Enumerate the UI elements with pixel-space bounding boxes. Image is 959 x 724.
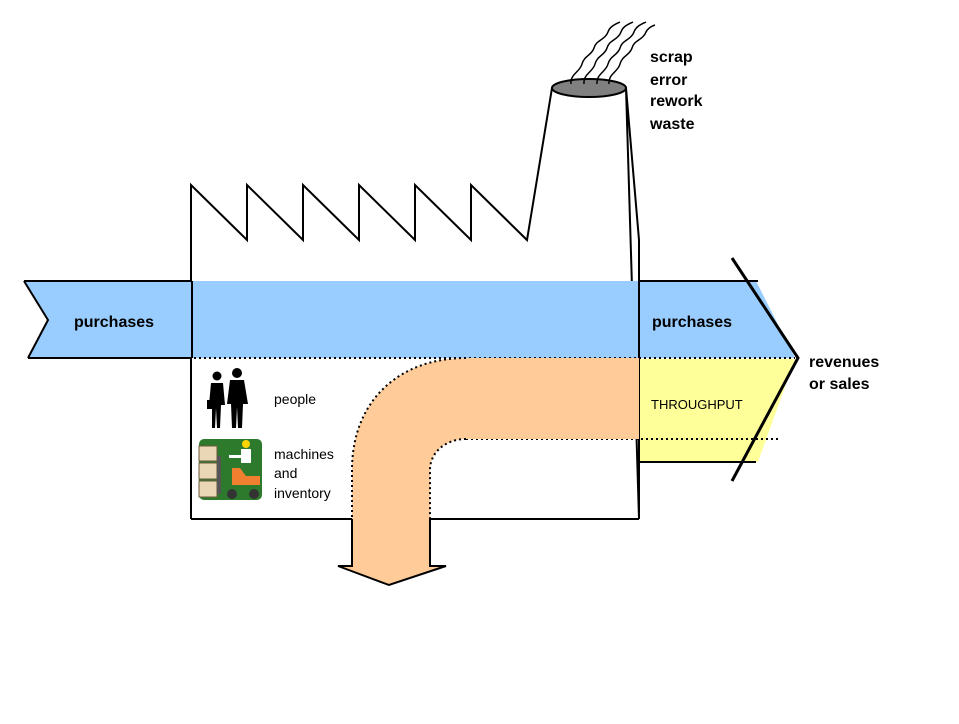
people-label: people xyxy=(274,391,316,407)
expense-flow xyxy=(337,357,639,587)
throughput-label: THROUGHPUT xyxy=(651,397,743,412)
people-silhouette-icon xyxy=(207,368,248,428)
scrap-label: scrap xyxy=(650,49,693,66)
revenues-label: revenues xyxy=(809,354,879,371)
or-sales-label: or sales xyxy=(809,376,870,393)
rework-label: rework xyxy=(650,93,703,110)
purchases-in-label: purchases xyxy=(74,314,154,331)
chimney-top xyxy=(551,78,627,98)
forklift-worker-icon xyxy=(198,439,262,500)
error-label: error xyxy=(650,72,687,89)
purchases-band xyxy=(24,281,795,358)
waste-label: waste xyxy=(649,116,695,133)
expense-band xyxy=(338,358,639,585)
and-label: and xyxy=(274,465,297,481)
machines-label: machines xyxy=(274,446,334,462)
output-arrow-outline xyxy=(730,257,800,482)
inventory-label: inventory xyxy=(274,485,331,501)
purchases-out-label: purchases xyxy=(652,314,732,331)
smoke-icon xyxy=(570,21,656,85)
